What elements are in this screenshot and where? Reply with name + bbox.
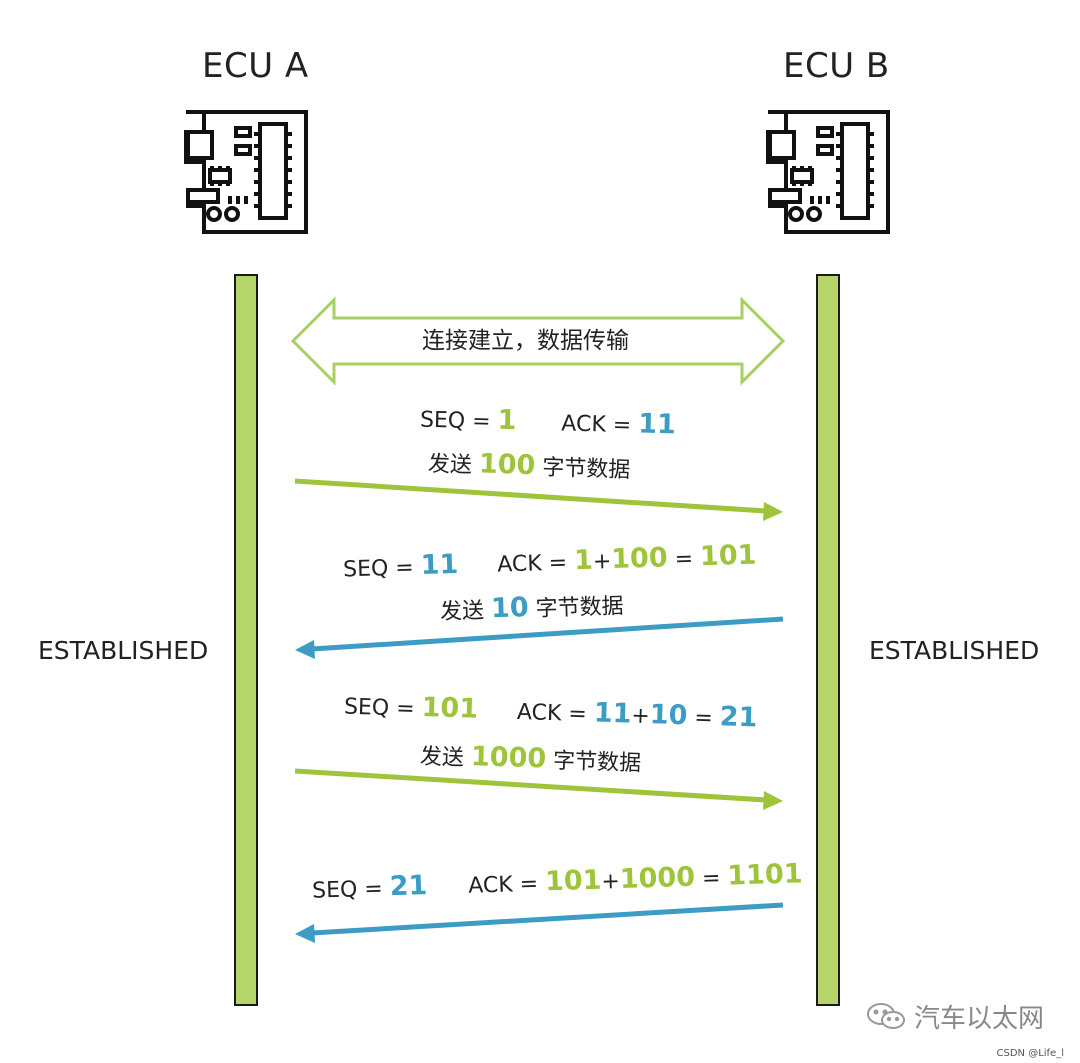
seq-value: 101 (421, 691, 479, 725)
ack-label: ACK = (467, 871, 546, 899)
circuit-board-icon (184, 110, 308, 234)
message-arrow-4 (311, 902, 784, 936)
message-arrow-3 (294, 768, 767, 803)
message-arrow-2 (311, 616, 784, 652)
message-arrowhead-3 (763, 791, 783, 810)
ack-label: ACK = (496, 550, 575, 578)
message-1-line2: 发送 100 字节数据 (427, 448, 631, 484)
circuit-board-icon (766, 110, 890, 234)
watermark: 汽车以太网 (913, 1004, 1044, 1034)
footer-credit: CSDN @Life_l (996, 1048, 1065, 1059)
seq-value: 1 (497, 404, 517, 437)
byte-count: 100 (478, 448, 536, 482)
ecu-b-state: ESTABLISHED (869, 636, 1040, 665)
seq-label: SEQ = (343, 694, 423, 722)
seq-label: SEQ = (311, 876, 391, 904)
byte-count: 1000 (470, 741, 547, 775)
ecu-a-title: ECU A (202, 46, 309, 86)
message-2-line2: 发送 10 字节数据 (439, 592, 624, 625)
wechat-icon (867, 1003, 905, 1029)
ecu-a-lifeline (234, 274, 258, 1006)
connection-double-arrow (290, 296, 786, 386)
message-1-line1: SEQ = 1 ACK = 11 (419, 404, 677, 441)
byte-count: 10 (490, 592, 530, 625)
ack-label: ACK = (516, 699, 595, 728)
connection-label: 连接建立，数据传输 (422, 328, 629, 354)
ack-value: 11 (637, 408, 677, 441)
message-3-line2: 发送 1000 字节数据 (419, 741, 642, 777)
message-arrowhead-4 (295, 924, 315, 943)
message-arrowhead-1 (763, 502, 783, 521)
message-arrowhead-2 (295, 640, 315, 659)
ecu-b-title: ECU B (783, 46, 890, 86)
ack-value: 1101 (726, 858, 803, 892)
seq-value: 21 (389, 870, 428, 903)
seq-label: SEQ = (342, 555, 422, 583)
ecu-a-state: ESTABLISHED (38, 636, 209, 665)
ack-value: 101 (699, 539, 757, 573)
ack-label: ACK = (561, 411, 639, 439)
message-arrow-1 (294, 478, 767, 514)
ack-value: 21 (719, 701, 758, 734)
seq-label: SEQ = (419, 407, 498, 435)
ecu-b-lifeline (816, 274, 840, 1006)
seq-value: 11 (420, 548, 459, 582)
